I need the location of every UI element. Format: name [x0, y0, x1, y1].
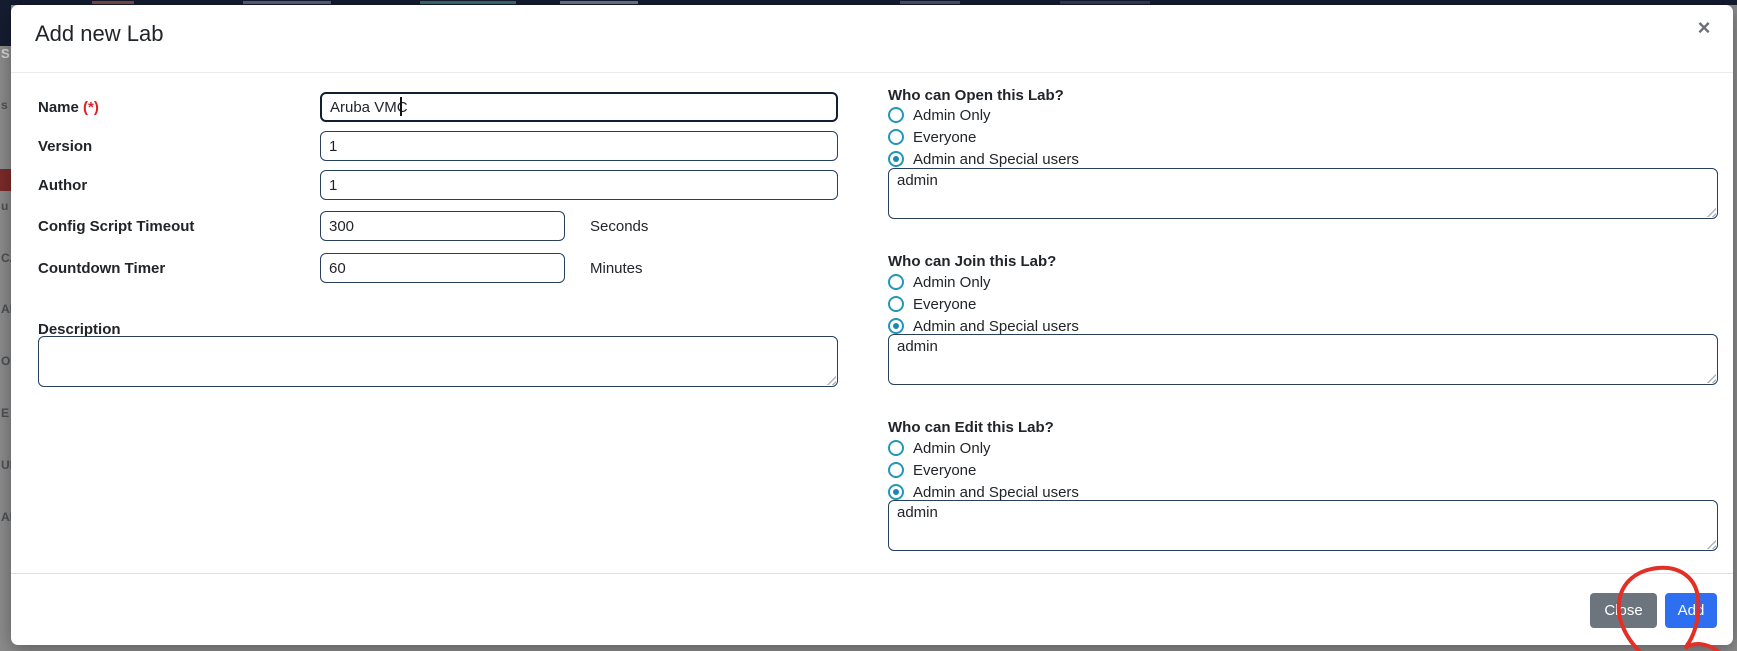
edit-radio-everyone[interactable]: Everyone — [888, 461, 976, 479]
sidebar-item-fragment: OV — [1, 354, 11, 368]
author-label: Author — [38, 177, 88, 194]
sidebar-item-fragment: u — [1, 199, 9, 213]
sidebar-item-fragment: CA — [1, 251, 11, 265]
edit-radio-admin-only[interactable]: Admin Only — [888, 439, 991, 457]
sidebar-item-fragment: AL — [1, 302, 11, 316]
radio-icon[interactable] — [888, 440, 904, 456]
countdown-timer-unit: Minutes — [590, 260, 643, 277]
background-sidebar: S s u CA AL OV E UN AL — [0, 0, 11, 651]
edit-users-textarea[interactable]: admin — [888, 500, 1718, 551]
edit-lab-question: Who can Edit this Lab? — [888, 419, 1054, 436]
description-label: Description — [38, 321, 121, 338]
navbar-fragment — [1060, 1, 1150, 4]
radio-icon[interactable] — [888, 129, 904, 145]
add-button[interactable]: Add — [1665, 593, 1717, 628]
required-marker: (*) — [83, 99, 99, 116]
join-radio-everyone[interactable]: Everyone — [888, 295, 976, 313]
modal-footer: Close Add — [11, 573, 1733, 645]
radio-icon[interactable] — [888, 462, 904, 478]
open-radio-admin-only[interactable]: Admin Only — [888, 106, 991, 124]
radio-icon[interactable] — [888, 296, 904, 312]
close-icon[interactable]: × — [1691, 15, 1717, 41]
navbar-fragment — [92, 1, 134, 4]
edit-radio-admin-special[interactable]: Admin and Special users — [888, 483, 1079, 501]
open-radio-everyone[interactable]: Everyone — [888, 128, 976, 146]
config-timeout-unit: Seconds — [590, 218, 649, 235]
config-timeout-input[interactable] — [320, 211, 565, 241]
navbar-fragment — [420, 1, 516, 4]
add-lab-modal: Add new Lab × Name (*) Version Author Co… — [11, 5, 1733, 645]
version-input[interactable] — [320, 131, 838, 161]
radio-selected-icon[interactable] — [888, 484, 904, 500]
name-input[interactable] — [320, 92, 838, 122]
countdown-timer-label: Countdown Timer — [38, 260, 166, 277]
sidebar-selected-item-fragment — [0, 169, 11, 191]
sidebar-brand-fragment — [0, 0, 11, 46]
version-label: Version — [38, 138, 93, 155]
author-input[interactable] — [320, 170, 838, 200]
join-users-textarea[interactable]: admin — [888, 334, 1718, 385]
radio-icon[interactable] — [888, 274, 904, 290]
join-radio-admin-only[interactable]: Admin Only — [888, 273, 991, 291]
countdown-timer-input[interactable] — [320, 253, 565, 283]
radio-selected-icon[interactable] — [888, 151, 904, 167]
open-users-textarea[interactable]: admin — [888, 168, 1718, 219]
navbar-fragment — [243, 1, 331, 4]
sidebar-item-fragment: E — [1, 406, 10, 420]
open-lab-question: Who can Open this Lab? — [888, 87, 1064, 104]
sidebar-item-fragment: S — [1, 46, 10, 61]
navbar-fragment — [900, 1, 960, 4]
name-label: Name (*) — [38, 99, 99, 116]
config-timeout-label: Config Script Timeout — [38, 218, 195, 235]
join-lab-question: Who can Join this Lab? — [888, 253, 1057, 270]
sidebar-item-fragment: s — [1, 98, 8, 112]
close-button[interactable]: Close — [1590, 593, 1657, 628]
sidebar-item-fragment: UN — [1, 458, 11, 472]
radio-selected-icon[interactable] — [888, 318, 904, 334]
header-divider — [11, 72, 1733, 73]
text-cursor — [400, 97, 402, 116]
navbar-fragment — [560, 1, 638, 4]
radio-icon[interactable] — [888, 107, 904, 123]
description-textarea[interactable] — [38, 336, 838, 387]
modal-title: Add new Lab — [35, 21, 164, 46]
join-radio-admin-special[interactable]: Admin and Special users — [888, 317, 1079, 335]
background-navbar — [0, 0, 1737, 5]
open-radio-admin-special[interactable]: Admin and Special users — [888, 150, 1079, 168]
sidebar-item-fragment: AL — [1, 510, 11, 524]
